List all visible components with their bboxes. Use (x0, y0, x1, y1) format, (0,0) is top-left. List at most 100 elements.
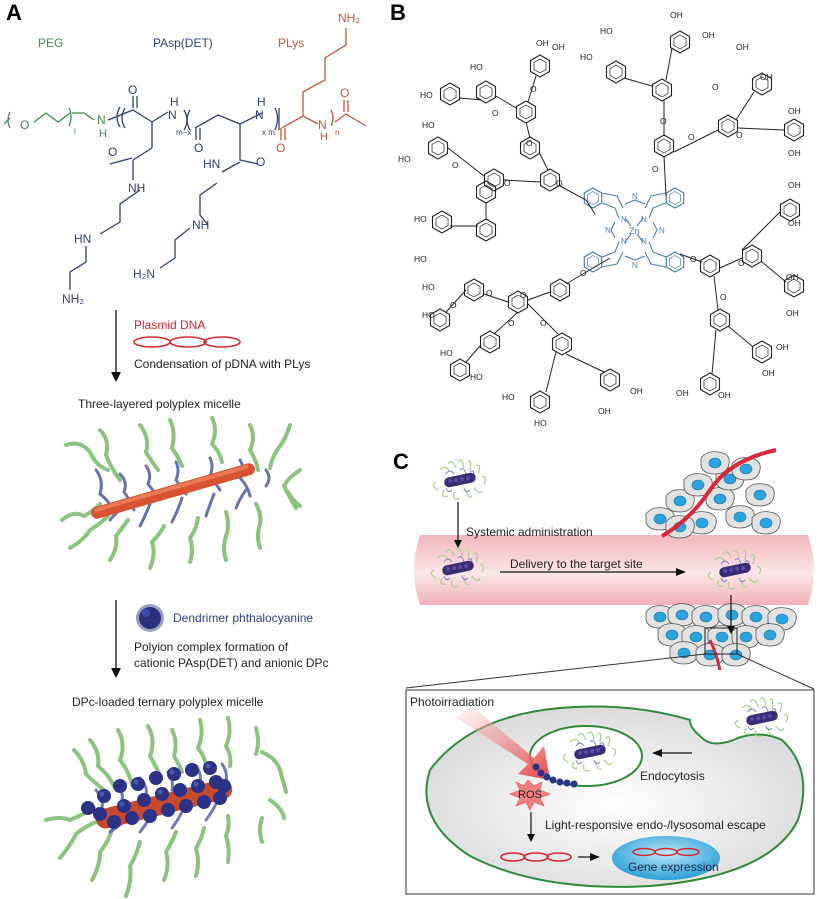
plys-n: N (318, 118, 327, 132)
ether-o-16: O (520, 290, 527, 300)
ether-o-5: O (504, 178, 511, 188)
pasp-h1: H (170, 95, 179, 109)
three-layered-micelle-title: Three-layered polyplex micelle (78, 397, 241, 411)
ether-o-4: O (452, 160, 459, 170)
polyion-complex-line1: Polyion complex formation of (134, 640, 289, 654)
dpc-chain (532, 763, 578, 788)
panel-letter-b: B (390, 0, 406, 25)
tumor-tissue-upper (645, 448, 781, 539)
polyion-complex-line2: cationic PAsp(DET) and anionic DPc (134, 656, 329, 670)
photoirradiation-beam (456, 706, 550, 780)
cooh-ho-26: HO (534, 418, 547, 428)
ether-o-2: O (492, 108, 499, 118)
ether-o-7: O (660, 116, 667, 126)
plasmid-dna-label: Plasmid DNA (134, 318, 205, 332)
pasp-subscript-xm: x m (262, 128, 275, 137)
cooh-ho-7: HO (414, 214, 427, 224)
ether-o-11: O (736, 130, 743, 140)
gene-expression-label: Gene expression (628, 860, 719, 874)
pc-pyrrole-n2: N (641, 215, 647, 224)
cooh-ho-29: HO (440, 348, 453, 358)
cooh-ho-6: HO (398, 154, 411, 164)
dpc-spheres (81, 761, 231, 829)
cooh-oh-15: OH (788, 148, 801, 158)
plys-block (280, 28, 367, 140)
pasp-n1: N (168, 108, 177, 122)
ether-o-20: O (450, 300, 457, 310)
cooh-oh-22: OH (718, 390, 731, 400)
cooh-oh-17: OH (788, 218, 801, 228)
pasp-side-h2n: H₂N (133, 267, 155, 281)
pasp-carbonyl-o1: O (128, 83, 137, 97)
cooh-ho-28: HO (470, 372, 483, 382)
cooh-ho-31: HO (422, 282, 435, 292)
plys-nh2: NH₂ (338, 11, 360, 25)
panel-a-graphic: PEG PAsp(DET) PLys O l N H (3, 11, 367, 898)
pc-meso-n-right: N (659, 226, 665, 235)
endocytosis-arrow (652, 749, 692, 757)
nucleus (612, 836, 720, 880)
pc-meso-n-top: N (632, 192, 638, 201)
dendron-linkers (445, 47, 787, 393)
cooh-ho-27: HO (502, 392, 515, 402)
ether-o-12: O (690, 254, 697, 264)
ether-o-3: O (526, 138, 533, 148)
cooh-ho-4: HO (420, 90, 433, 100)
tumor-tissue-lower (645, 603, 797, 671)
cooh-ho-8: HO (600, 26, 613, 36)
plasmid-dna-icon (133, 336, 241, 348)
systemic-administration-label: Systemic administration (466, 525, 593, 539)
panel-b-dendrimer-structure: N N N N N N N N Zn (398, 10, 805, 428)
micelle-injected (432, 459, 487, 500)
delivery-arrow (500, 568, 686, 576)
phthalocyanine-core: N N N N N N N N Zn (583, 187, 685, 273)
expression-arrow (578, 853, 600, 861)
ether-o-14: O (738, 258, 745, 268)
cooh-oh-12: OH (736, 42, 749, 52)
panel-letter-a: A (6, 0, 22, 25)
pasp-subscript-mx: m−x (176, 128, 191, 137)
pc-meso-n-bottom: N (632, 261, 638, 270)
ether-o-9: O (652, 164, 659, 174)
pasp-side-nh2: NH (192, 218, 209, 232)
pc-pyrrole-n3: N (621, 237, 627, 246)
cooh-oh-1: OH (536, 38, 549, 48)
endocytosis-label: Endocytosis (640, 769, 705, 783)
pasp-backbone (69, 96, 280, 290)
blood-vessel (414, 535, 814, 605)
ether-o-18: O (508, 318, 515, 328)
ros-label: ROS (518, 789, 542, 801)
dpc-loaded-micelle-title: DPc-loaded ternary polyplex micelle (72, 695, 264, 709)
photoirradiation-label: Photoirradiation (410, 695, 494, 709)
peg-subscript-l: l (74, 127, 76, 136)
condensation-label: Condensation of pDNA with PLys (134, 357, 310, 371)
ether-o-6: O (556, 178, 563, 188)
ether-o-8: O (688, 132, 695, 142)
peg-label: PEG (38, 36, 63, 50)
dpc-loaded-micelle-illustration (44, 716, 288, 898)
pasp-side-nh2-1: NH₂ (62, 292, 84, 306)
dendron-rings (427, 30, 805, 414)
step1-arrow (111, 310, 121, 382)
cooh-oh-23: OH (676, 388, 689, 398)
panel-letter-c: C (393, 449, 409, 474)
cooh-ho-32: HO (414, 254, 427, 264)
cooh-oh-21: OH (762, 368, 775, 378)
plys-subscript-n: n (335, 128, 339, 137)
pc-pyrrole-n1: N (621, 215, 627, 224)
pasp-side-nh1: NH (128, 181, 145, 195)
plys-label: PLys (278, 36, 304, 50)
cooh-oh-25: OH (598, 406, 611, 416)
pasp-carbonyl-o2: O (194, 141, 203, 155)
plys-h: H (320, 131, 328, 143)
panel-c-delivery-scheme: Systemic administration Delivery to the … (405, 448, 815, 895)
pasp-side-o2: O (256, 155, 265, 169)
peg-oxygen: O (20, 118, 29, 132)
cooh-oh-2: OH (552, 42, 565, 52)
escape-arrow (527, 812, 535, 842)
ether-o-15: O (580, 268, 587, 278)
peg-block (3, 107, 95, 129)
cooh-oh-10: OH (670, 10, 683, 20)
ether-o-17: O (486, 288, 493, 298)
plys-atoms: NH₂ O O N H (276, 11, 360, 155)
